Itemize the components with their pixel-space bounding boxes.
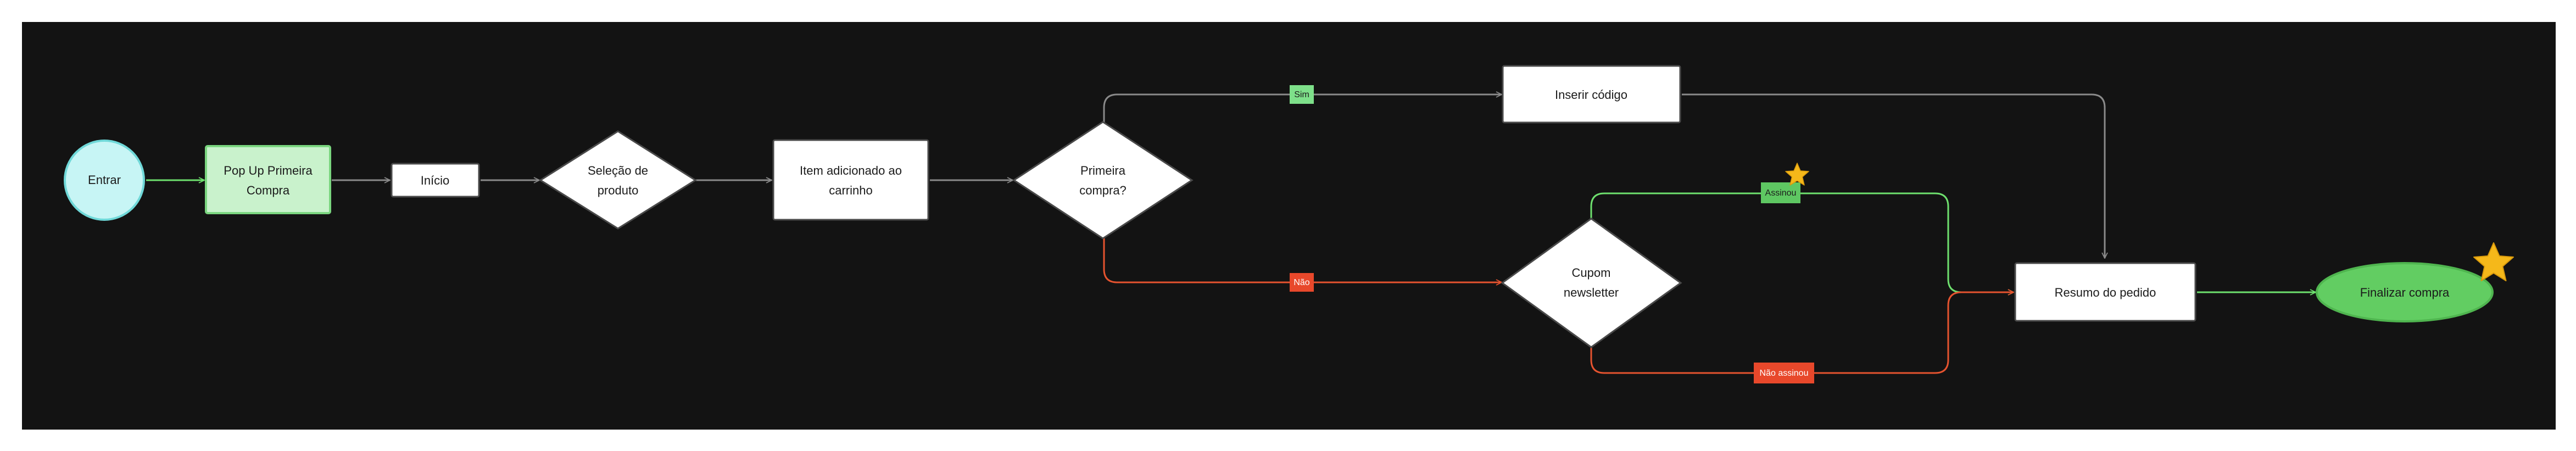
edge-label-nao-assinou-text: Não assinou (1760, 369, 1809, 378)
node-cupom-label-line2: newsletter (1564, 286, 1619, 299)
node-item-adicionado[interactable]: Item adicionado ao carrinho (772, 139, 929, 221)
node-entrar[interactable]: Entrar (64, 140, 145, 221)
node-entrar-label: Entrar (88, 173, 121, 187)
node-finalizar-compra[interactable]: Finalizar compra (2316, 262, 2494, 322)
node-popup-label-line1: Pop Up Primeira (224, 164, 313, 177)
node-item-label-line1: Item adicionado ao (800, 164, 902, 177)
node-inicio[interactable]: Início (391, 163, 480, 198)
edge-label-nao-assinou: Não assinou (1754, 363, 1814, 383)
node-popup-label-line2: Compra (247, 183, 290, 197)
edge-cupom-resumo-nao-assinou (1590, 292, 2014, 374)
node-cupom-newsletter[interactable]: Cupom newsletter (1501, 218, 1682, 348)
node-resumo-label: Resumo do pedido (2055, 286, 2156, 299)
edge-label-sim: Sim (1290, 85, 1314, 104)
edge-label-assinou: Assinou (1761, 182, 1800, 203)
edge-label-assinou-text: Assinou (1765, 188, 1797, 198)
edge-cupom-resumo-assinou (1590, 192, 2014, 292)
edge-primeira-inserir (1103, 94, 1502, 124)
edge-label-sim-text: Sim (1294, 90, 1309, 99)
node-inserir-label: Inserir código (1555, 88, 1627, 102)
node-selecao-produto[interactable]: Seleção de produto (539, 130, 697, 230)
node-finalizar-label: Finalizar compra (2360, 286, 2450, 299)
node-resumo-pedido[interactable]: Resumo do pedido (2014, 262, 2196, 322)
node-inicio-label: Início (421, 174, 450, 187)
edges (146, 93, 2316, 374)
node-cupom-label-line1: Cupom (1572, 266, 1611, 280)
board-background (22, 22, 2556, 430)
node-inserir-codigo[interactable]: Inserir código (1502, 65, 1681, 124)
node-item-label-line2: carrinho (829, 183, 872, 197)
edge-primeira-cupom (1103, 236, 1502, 282)
node-primeira-label-line2: compra? (1079, 183, 1127, 197)
node-popup-primeira-compra[interactable]: Pop Up Primeira Compra (205, 145, 331, 214)
node-selecao-label-line1: Seleção de (588, 164, 648, 177)
edge-inserir-resumo (1682, 93, 2105, 258)
edge-label-nao-text: Não (1293, 278, 1309, 287)
star-icon (2473, 242, 2514, 281)
node-primeira-compra[interactable]: Primeira compra? (1012, 121, 1194, 240)
node-primeira-label-line1: Primeira (1080, 164, 1126, 177)
star-icon (1785, 163, 1809, 186)
edge-label-nao: Não (1290, 273, 1314, 292)
node-selecao-label-line2: produto (598, 183, 639, 197)
